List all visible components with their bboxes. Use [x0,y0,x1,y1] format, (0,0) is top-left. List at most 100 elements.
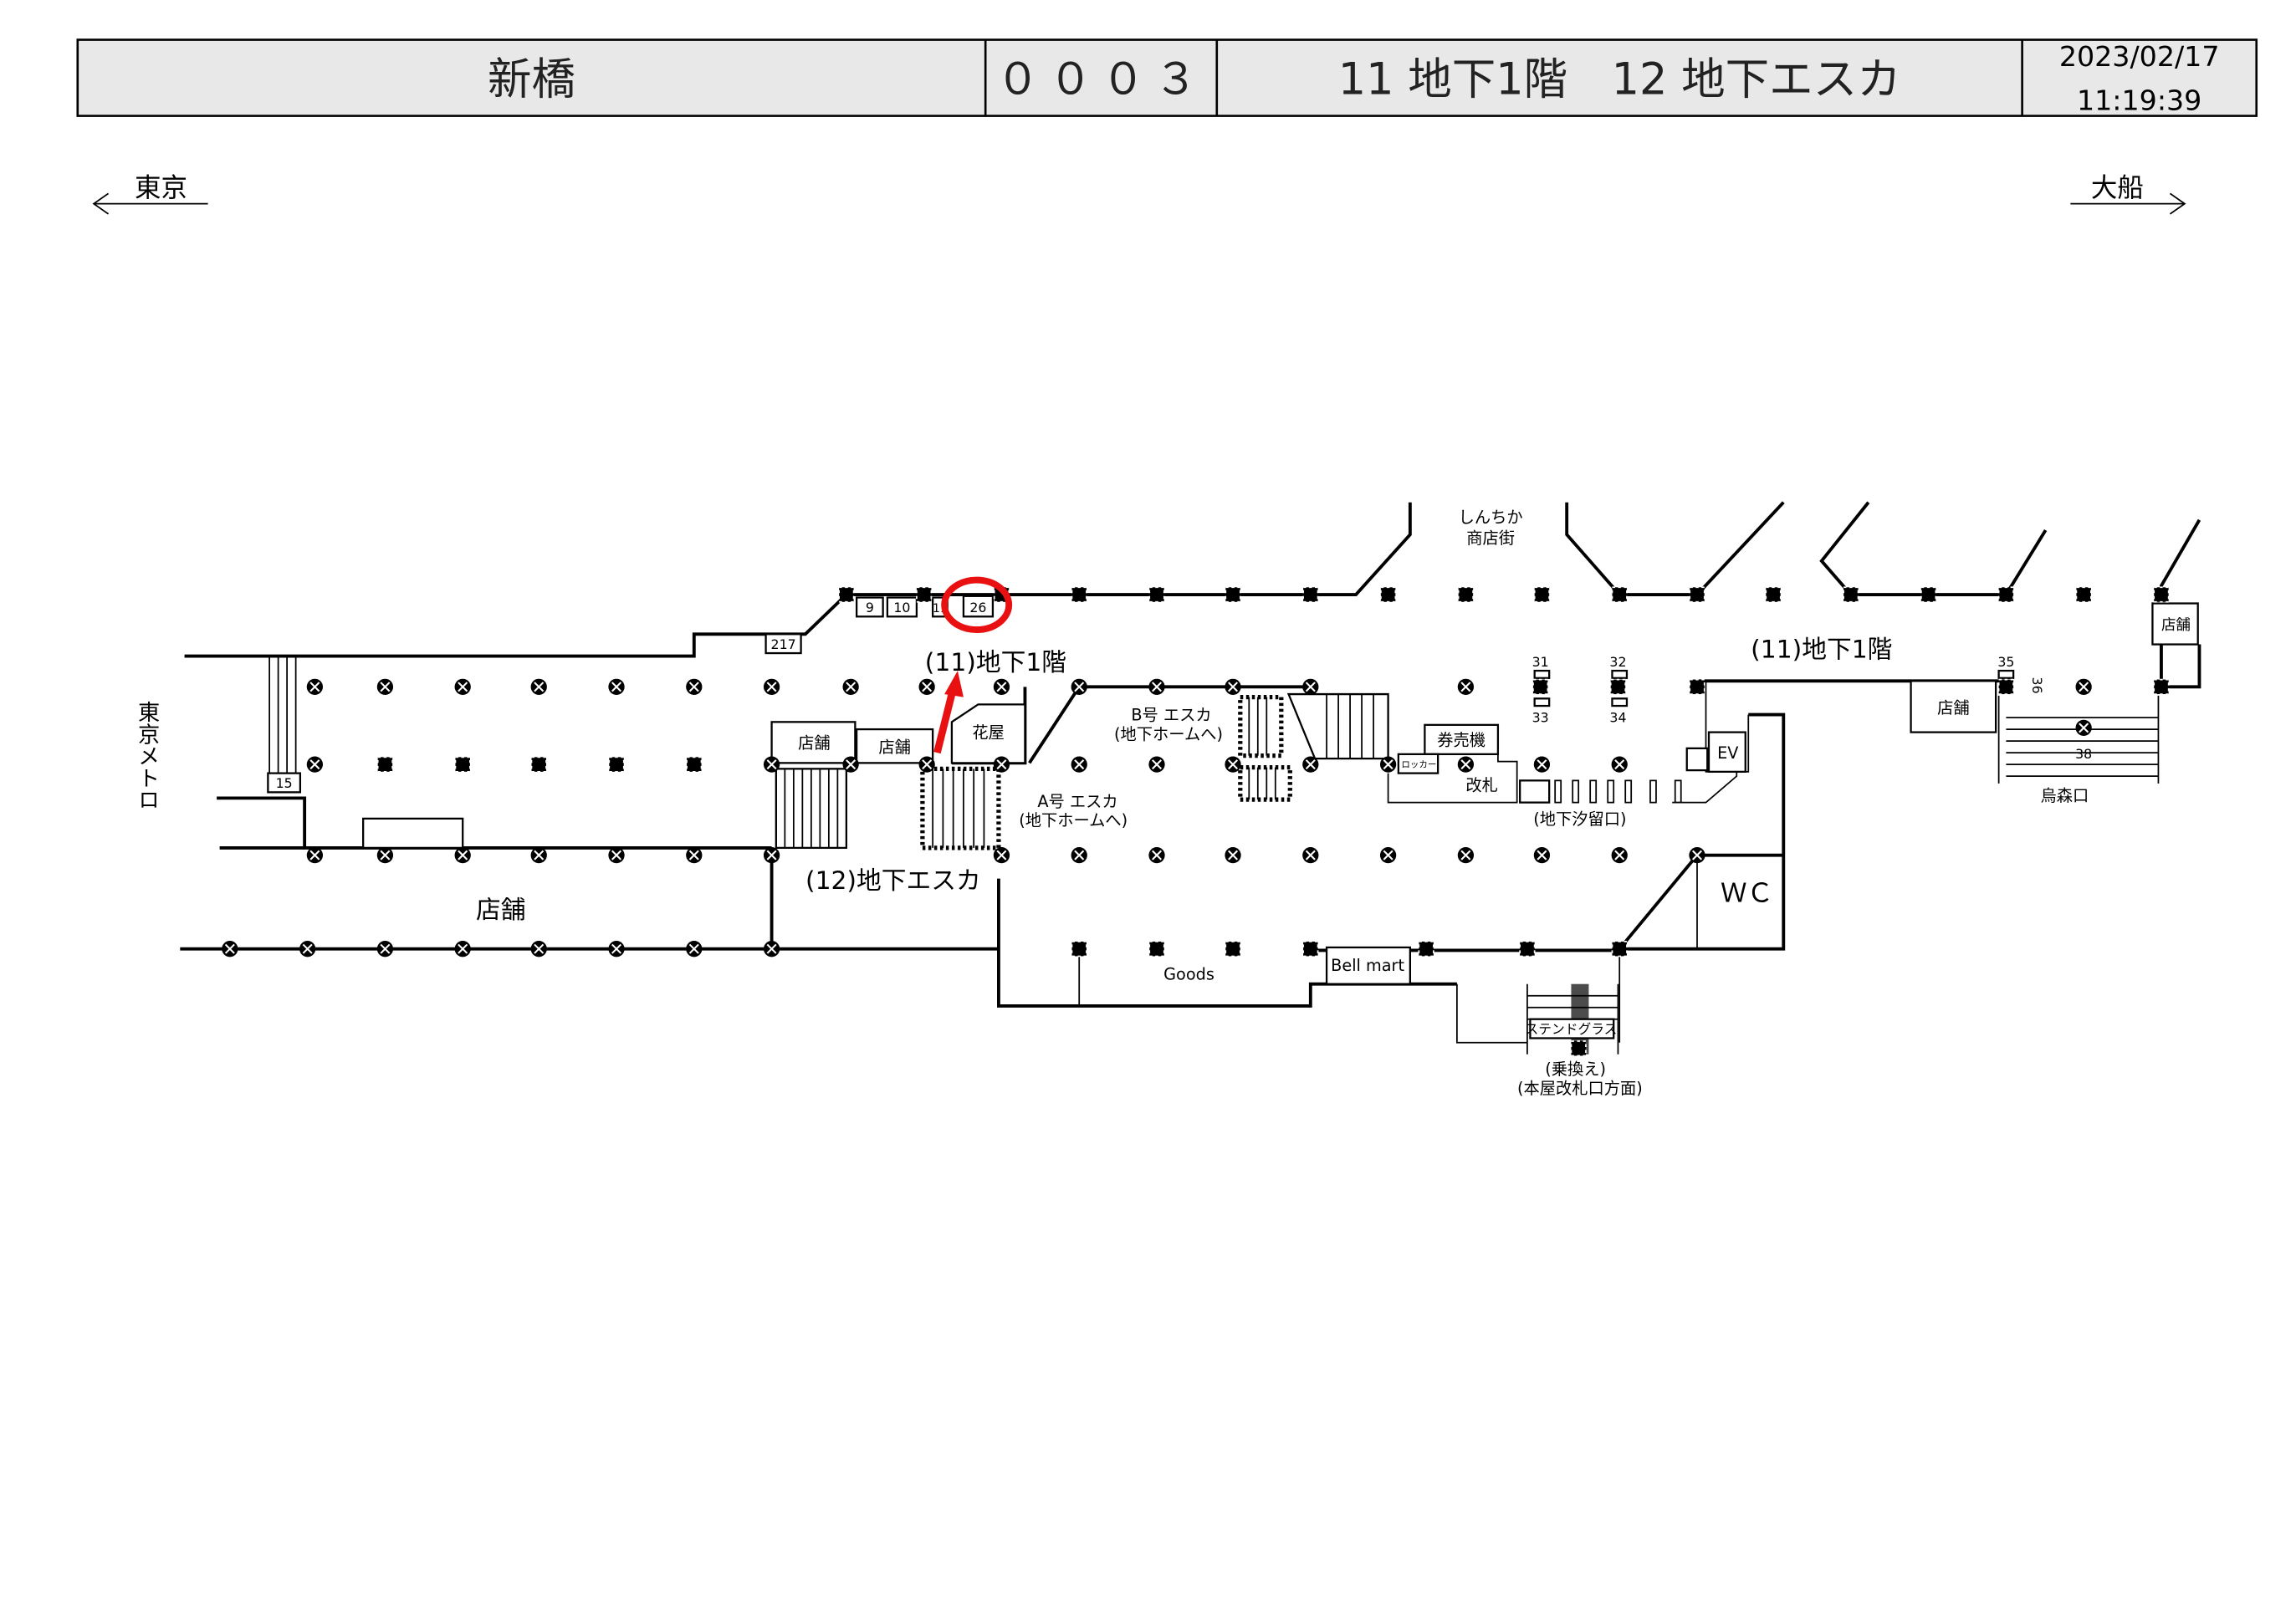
escalator-b [1238,694,1292,802]
shops-label: 店舗 [476,896,526,925]
pillar-cross [534,682,545,692]
pillar-cross [611,682,622,692]
pillar-square [1225,941,1241,958]
shop-right-label: 店舗 [1937,698,1970,718]
escalator-a [920,766,1001,850]
pillar-square [2153,586,2170,603]
pillar-square [1071,941,1087,958]
highlight-marker [933,576,1013,754]
ticket-machine-label: 券売機 [1437,730,1485,749]
location-36: 36 [2029,677,2045,694]
area-escalator: (12)地下エスカ [805,866,981,896]
pillar-cross [846,682,857,692]
esc-b-sublabel: (地下ホームへ) [1114,724,1223,743]
pillar-cross [766,850,777,861]
pillar-square [1997,678,2015,695]
wc-label: ＷＣ [1721,879,1773,909]
location-34: 34 [1609,709,1626,725]
pillar-cross [1305,682,1316,692]
shop-2-label: 店舗 [878,738,911,757]
pillar-square [686,756,703,773]
karasumori-exit: 烏森口 [2041,786,2089,805]
locker [1397,753,1439,774]
highlight-circle [941,576,1013,633]
pillar-cross [1614,759,1625,770]
location-10: 10 [893,600,910,615]
metro-label: 東京メトロ [134,701,159,810]
pillar-cross [1460,850,1471,861]
pillar-cross [309,850,320,861]
highlight-arrow-icon [933,687,957,754]
date: 2023/02/17 [2059,40,2220,73]
elevator-label: EV [1717,743,1739,763]
shop-1-label: 店舗 [798,733,831,753]
shop-2 [855,728,934,764]
pillar-cross [1074,850,1085,861]
pillars [222,586,2170,1057]
stairs-karasumori [1997,695,2160,784]
location-31: 31 [1532,654,1549,670]
pillar-square [1570,1040,1587,1057]
shop-1 [770,721,857,764]
pillar-cross [1152,759,1162,770]
pillar-square [1302,941,1319,958]
escalator-left [775,768,848,850]
location-33: 33 [1532,709,1549,725]
pillar-cross [309,759,320,770]
florist-label: 花屋 [972,723,1005,743]
location-35: 35 [1997,654,2014,670]
pillar-cross [534,850,545,861]
pillar-cross [1383,850,1393,861]
pillar-cross [1460,759,1471,770]
pillar-square [1997,586,2015,603]
pillar-square [1148,941,1165,958]
pillar-square [1148,586,1165,603]
shinchika-label-1: しんちか [1459,508,1523,527]
pillar-cross [688,943,699,954]
pillar-cross [1074,682,1085,692]
stairs-b [1286,692,1389,760]
direction-left-label: 東京 [135,173,187,203]
pillar-square [1532,678,1549,695]
pillar-cross [1152,850,1162,861]
pillar-square [1302,586,1319,603]
pillar-cross [766,759,777,770]
pillar-square [376,756,394,773]
pillar-cross [996,850,1007,861]
pillar-square [1225,586,1241,603]
stained-glass [1529,1018,1615,1039]
pillar-cross [380,850,391,861]
pillar-cross [1537,759,1547,770]
esc-a-label: A号 エスカ [1037,792,1117,811]
pillar-cross [922,759,933,770]
pillar-square [1418,941,1434,958]
pillar-square [1611,586,1628,603]
station-name: 新橋 [488,54,575,105]
pillar-cross [688,682,699,692]
pillar-square [916,586,933,603]
location-217: 217 [771,636,796,652]
pillar-cross [1691,850,1702,861]
pillar-square [1609,678,1627,695]
rooms: 店舗 しんちか 商店街 店舗 店舗 花屋 (11)地下1階 (11)地下1階 (… [476,508,2199,1098]
pillar-cross [611,943,622,954]
pillar-square [1519,941,1536,958]
direction-right-label: 大船 [2091,173,2144,203]
bellmart [1325,946,1412,985]
ticket-gates [1554,779,1682,804]
pillar-square [454,756,471,773]
walls [180,501,2201,1044]
shinchika-label-2: 商店街 [1466,529,1515,548]
pillar-square [1071,586,1087,603]
shop-right [1910,680,1997,733]
pillar-cross [380,682,391,692]
pillar-cross [1614,850,1625,861]
location-markers: 217 9 10 11 26 15 31 32 33 34 35 36 38 [267,595,2092,794]
pillar-cross [1228,682,1239,692]
esc-a-sublabel: (地下ホームへ) [1019,811,1128,830]
pillar-square [1689,586,1705,603]
station-code: ０００３ [995,54,1206,105]
goods-label: Goods [1163,964,1214,983]
time: 11:19:39 [2077,84,2201,117]
